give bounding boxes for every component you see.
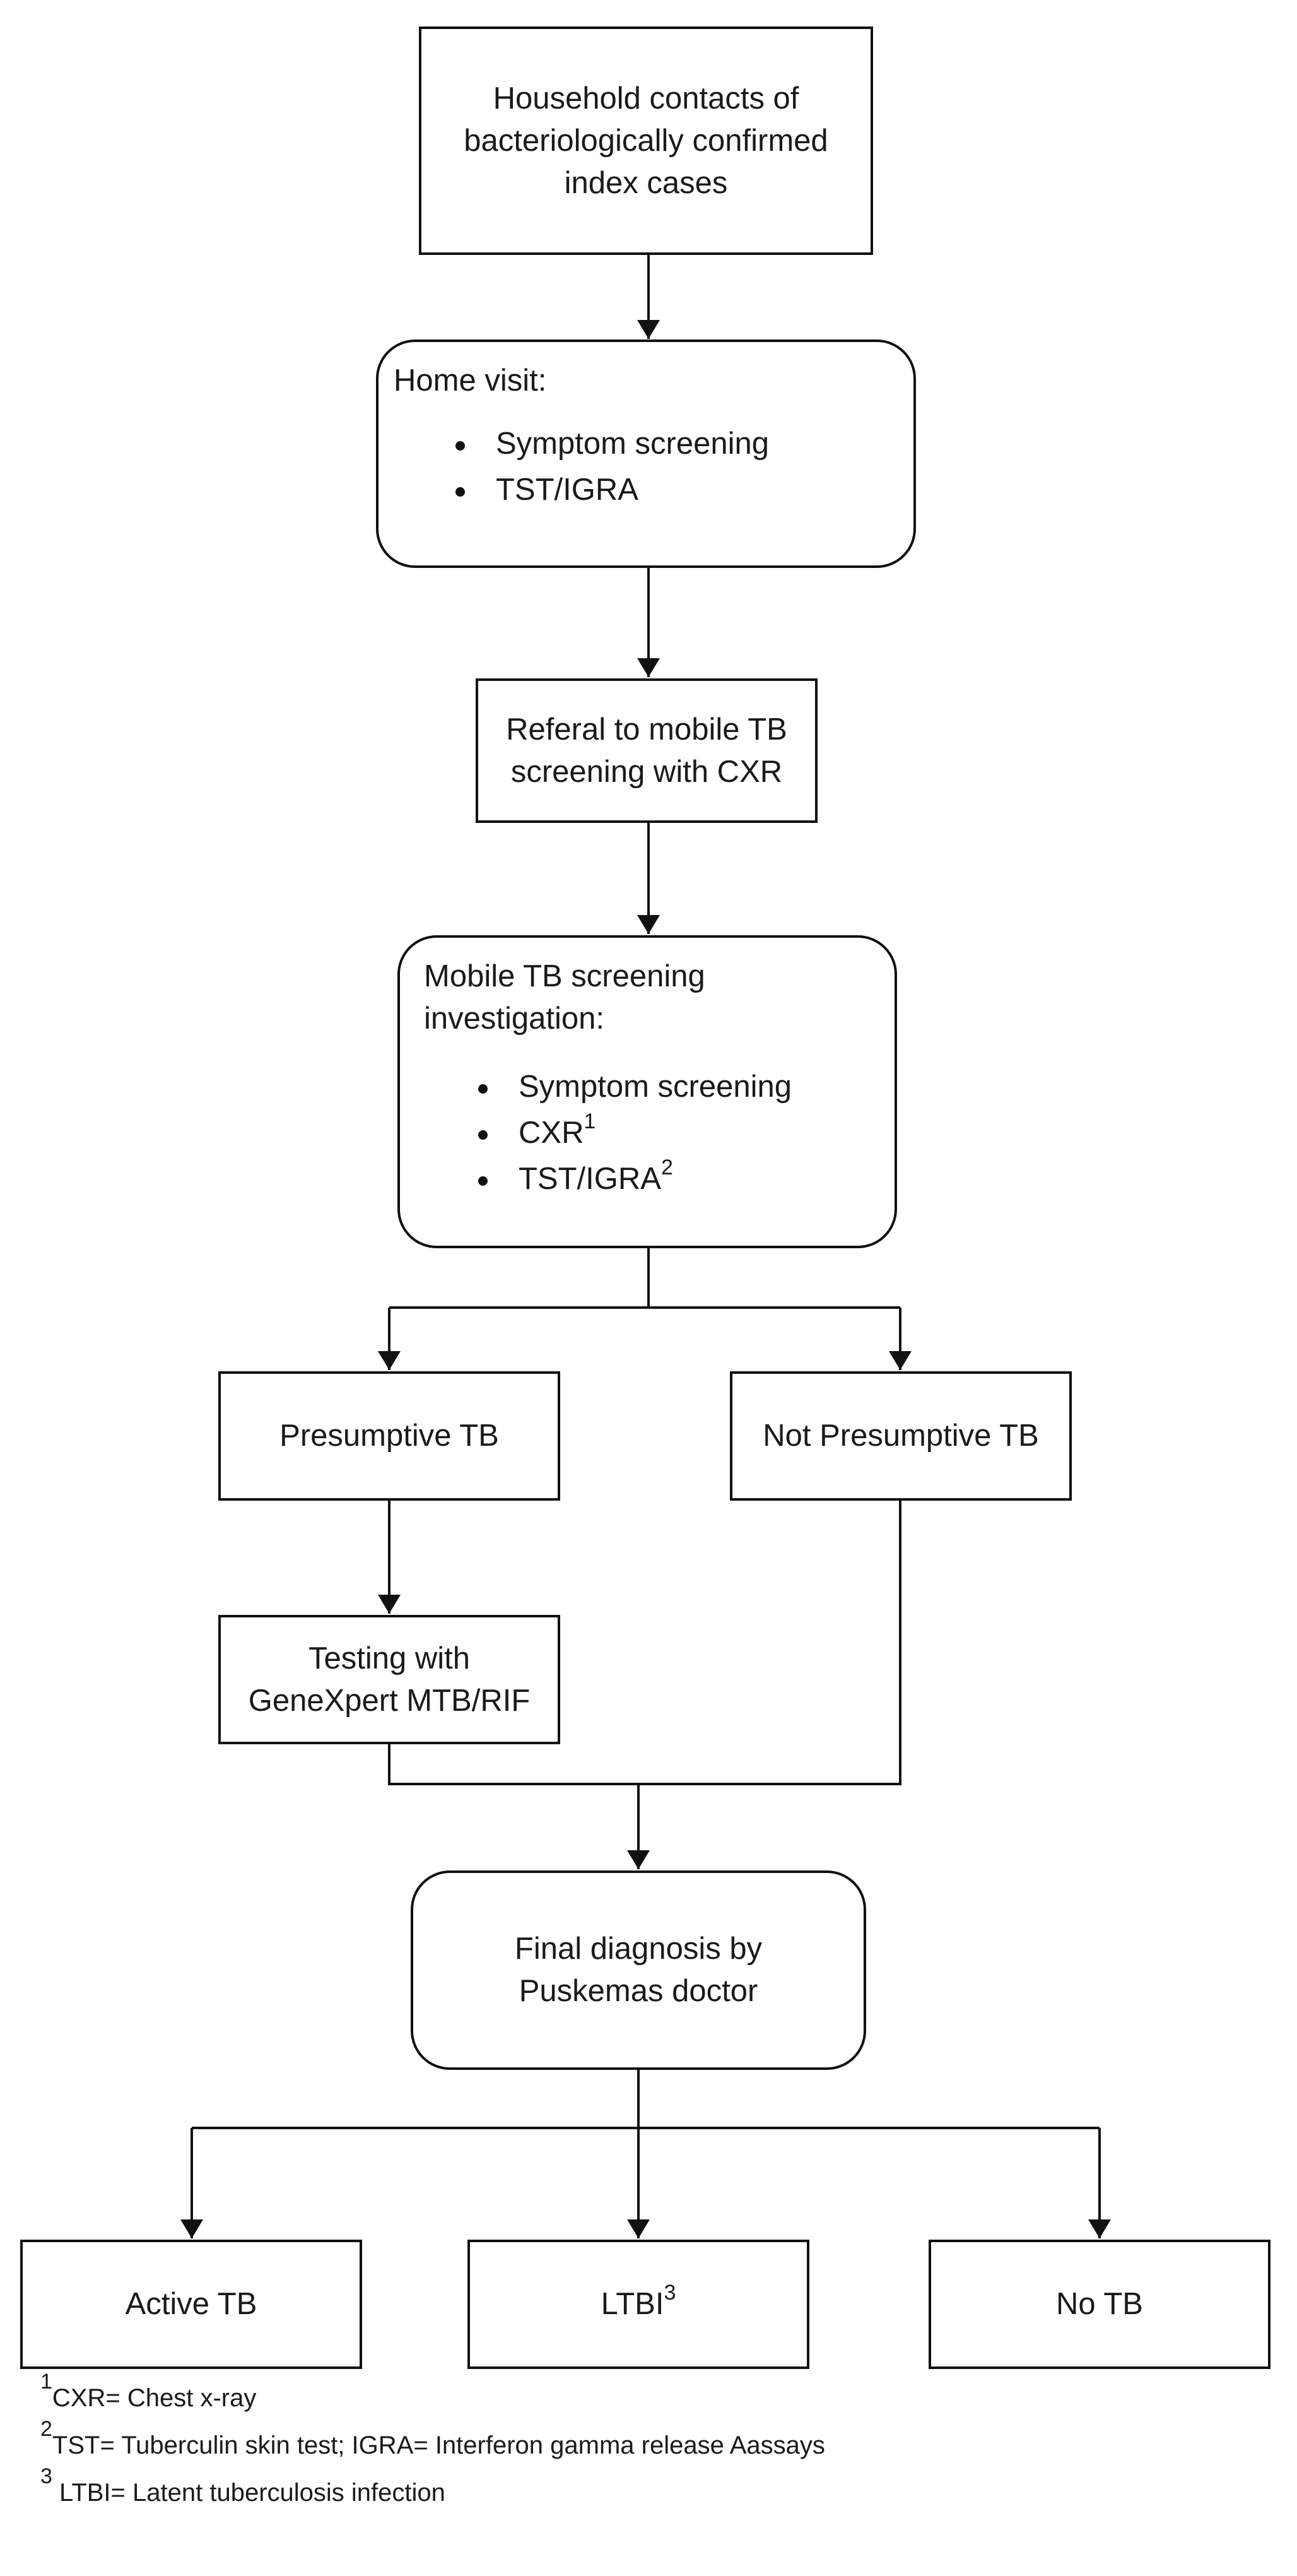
household-contacts-box: Household contacts of bacteriologically …	[419, 27, 873, 255]
footnote-number: 3	[40, 2464, 52, 2488]
line-final-split	[192, 2069, 1100, 2129]
footnote-ref: 1	[584, 1109, 596, 1133]
footnote-text: CXR= Chest x-ray	[52, 2384, 257, 2412]
footnote-ref: 2	[660, 1155, 673, 1179]
active-tb-box: Active TB	[20, 2240, 362, 2369]
presumptive-tb-label: Presumptive TB	[279, 1419, 499, 1453]
footnote-3: 3 LTBI= Latent tuberculosis infection	[40, 2466, 825, 2509]
home-visit-heading: Home visit:	[394, 363, 547, 398]
list-item: TST/IGRA	[455, 467, 898, 513]
footnote-text: TST= Tuberculin skin test; IGRA= Interfe…	[52, 2431, 825, 2459]
testing-line-2: GeneXpert MTB/RIF	[248, 1683, 531, 1718]
line-testing-down	[388, 1499, 901, 1785]
referral-box: Referal to mobile TB screening with CXR	[476, 678, 818, 823]
not-presumptive-tb-label: Not Presumptive TB	[763, 1419, 1039, 1453]
mobile-heading-line-1: Mobile TB screening	[424, 959, 705, 993]
footnote-2: 2TST= Tuberculin skin test; IGRA= Interf…	[40, 2418, 825, 2462]
mobile-heading-line-2: investigation:	[424, 1001, 605, 1036]
ltbi-label-wrap: LTBI3	[601, 2280, 676, 2325]
referral-line-2: screening with CXR	[510, 754, 783, 789]
list-item-text: CXR	[519, 1116, 584, 1150]
household-line-1: Household contacts of	[493, 81, 799, 115]
footnotes: 1CXR= Chest x-ray 2TST= Tuberculin skin …	[40, 2371, 825, 2524]
genexpert-testing-box: Testing with GeneXpert MTB/RIF	[218, 1615, 560, 1744]
list-item-text: Symptom screening	[519, 1070, 792, 1104]
not-presumptive-tb-box: Not Presumptive TB	[730, 1371, 1072, 1501]
footnote-number: 2	[40, 2416, 52, 2441]
final-diagnosis-box: Final diagnosis by Puskemas doctor	[411, 1870, 866, 2070]
list-item: Symptom screening	[455, 421, 898, 467]
final-line-2: Puskemas doctor	[519, 1974, 758, 2008]
mobile-list: Symptom screening CXR1 TST/IGRA2	[424, 1064, 879, 1202]
presumptive-tb-box: Presumptive TB	[218, 1371, 560, 1501]
line-mobile-split	[389, 1247, 900, 1309]
no-tb-label: No TB	[1056, 2287, 1143, 2321]
no-tb-box: No TB	[929, 2240, 1271, 2369]
active-tb-label: Active TB	[125, 2287, 257, 2321]
list-item: Symptom screening	[478, 1064, 879, 1110]
testing-line-1: Testing with	[308, 1641, 470, 1675]
list-item-text: TST/IGRA	[519, 1162, 661, 1196]
referral-line-1: Referal to mobile TB	[506, 712, 787, 747]
footnote-ref: 3	[664, 2280, 676, 2305]
household-line-3: index cases	[564, 165, 728, 200]
home-visit-list: Symptom screening TST/IGRA	[394, 421, 898, 513]
footnote-text: LTBI= Latent tuberculosis infection	[52, 2479, 445, 2507]
ltbi-label: LTBI	[601, 2287, 664, 2321]
list-item: CXR1	[478, 1109, 879, 1156]
home-visit-box: Home visit: Symptom screening TST/IGRA	[376, 340, 916, 568]
household-line-2: bacteriologically confirmed	[464, 123, 828, 158]
final-line-1: Final diagnosis by	[514, 1932, 763, 1966]
list-item: TST/IGRA2	[478, 1155, 879, 1202]
ltbi-box: LTBI3	[467, 2240, 809, 2369]
footnote-1: 1CXR= Chest x-ray	[40, 2371, 825, 2414]
mobile-screening-box: Mobile TB screening investigation: Sympt…	[397, 935, 897, 1248]
footnote-number: 1	[40, 2369, 52, 2394]
